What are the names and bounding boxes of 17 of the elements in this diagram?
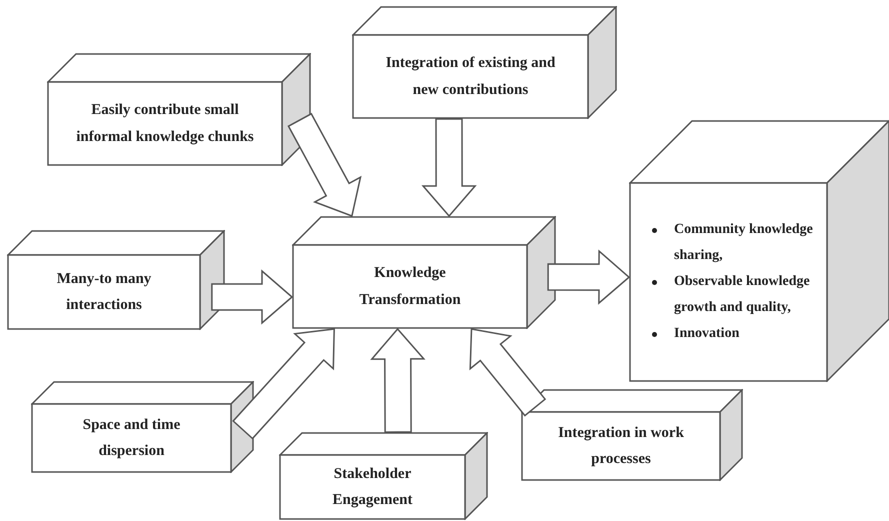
list-text: Community knowledge sharing, — [674, 222, 813, 264]
box-label: Easily contribute small informal knowledge chunks — [75, 101, 255, 146]
block-arrow — [370, 328, 426, 433]
box-label: Integration of existing and new contributions — [384, 54, 556, 100]
block-arrow — [287, 112, 362, 217]
box-label: Integration in work processes — [557, 424, 685, 469]
box-label: Space and time dispersion — [82, 416, 182, 461]
block-arrow — [421, 118, 477, 218]
box-label: Stakeholder Engagement — [332, 464, 414, 510]
list-text: Observable knowledge growth and quality, — [674, 274, 810, 315]
box-label: Knowledge Transformation — [358, 264, 462, 310]
list-text: Innovation — [674, 326, 740, 341]
block-arrow — [547, 249, 630, 305]
box-label: Many-to many interactions — [56, 270, 152, 315]
block-arrow — [469, 328, 546, 417]
block-arrow — [232, 328, 335, 440]
block-arrow — [211, 269, 294, 325]
